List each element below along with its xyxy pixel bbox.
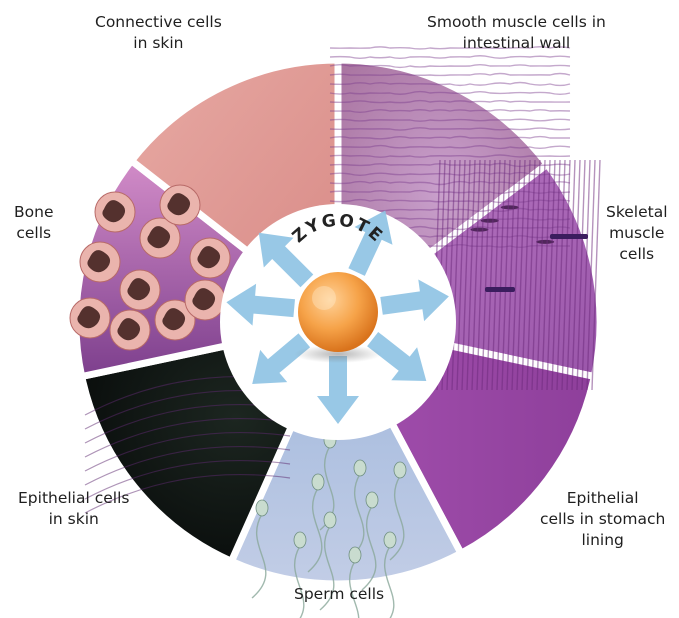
muscle-fiber-mark: [330, 56, 570, 59]
zygote-highlight: [312, 286, 336, 310]
zygote-cell: [298, 272, 378, 352]
nucleus-mark: [485, 287, 515, 292]
sperm-head-mark: [384, 532, 396, 548]
sperm-head-mark: [394, 462, 406, 478]
sperm-head-mark: [256, 500, 268, 516]
sperm-head-mark: [324, 512, 336, 528]
sperm-head-mark: [354, 460, 366, 476]
sperm-head-mark: [312, 474, 324, 490]
sperm-head-mark: [366, 492, 378, 508]
label-sperm-cells: Sperm cells: [294, 584, 384, 605]
sperm-head-mark: [349, 547, 361, 563]
sperm-head-mark: [294, 532, 306, 548]
nucleus-mark: [550, 234, 588, 239]
